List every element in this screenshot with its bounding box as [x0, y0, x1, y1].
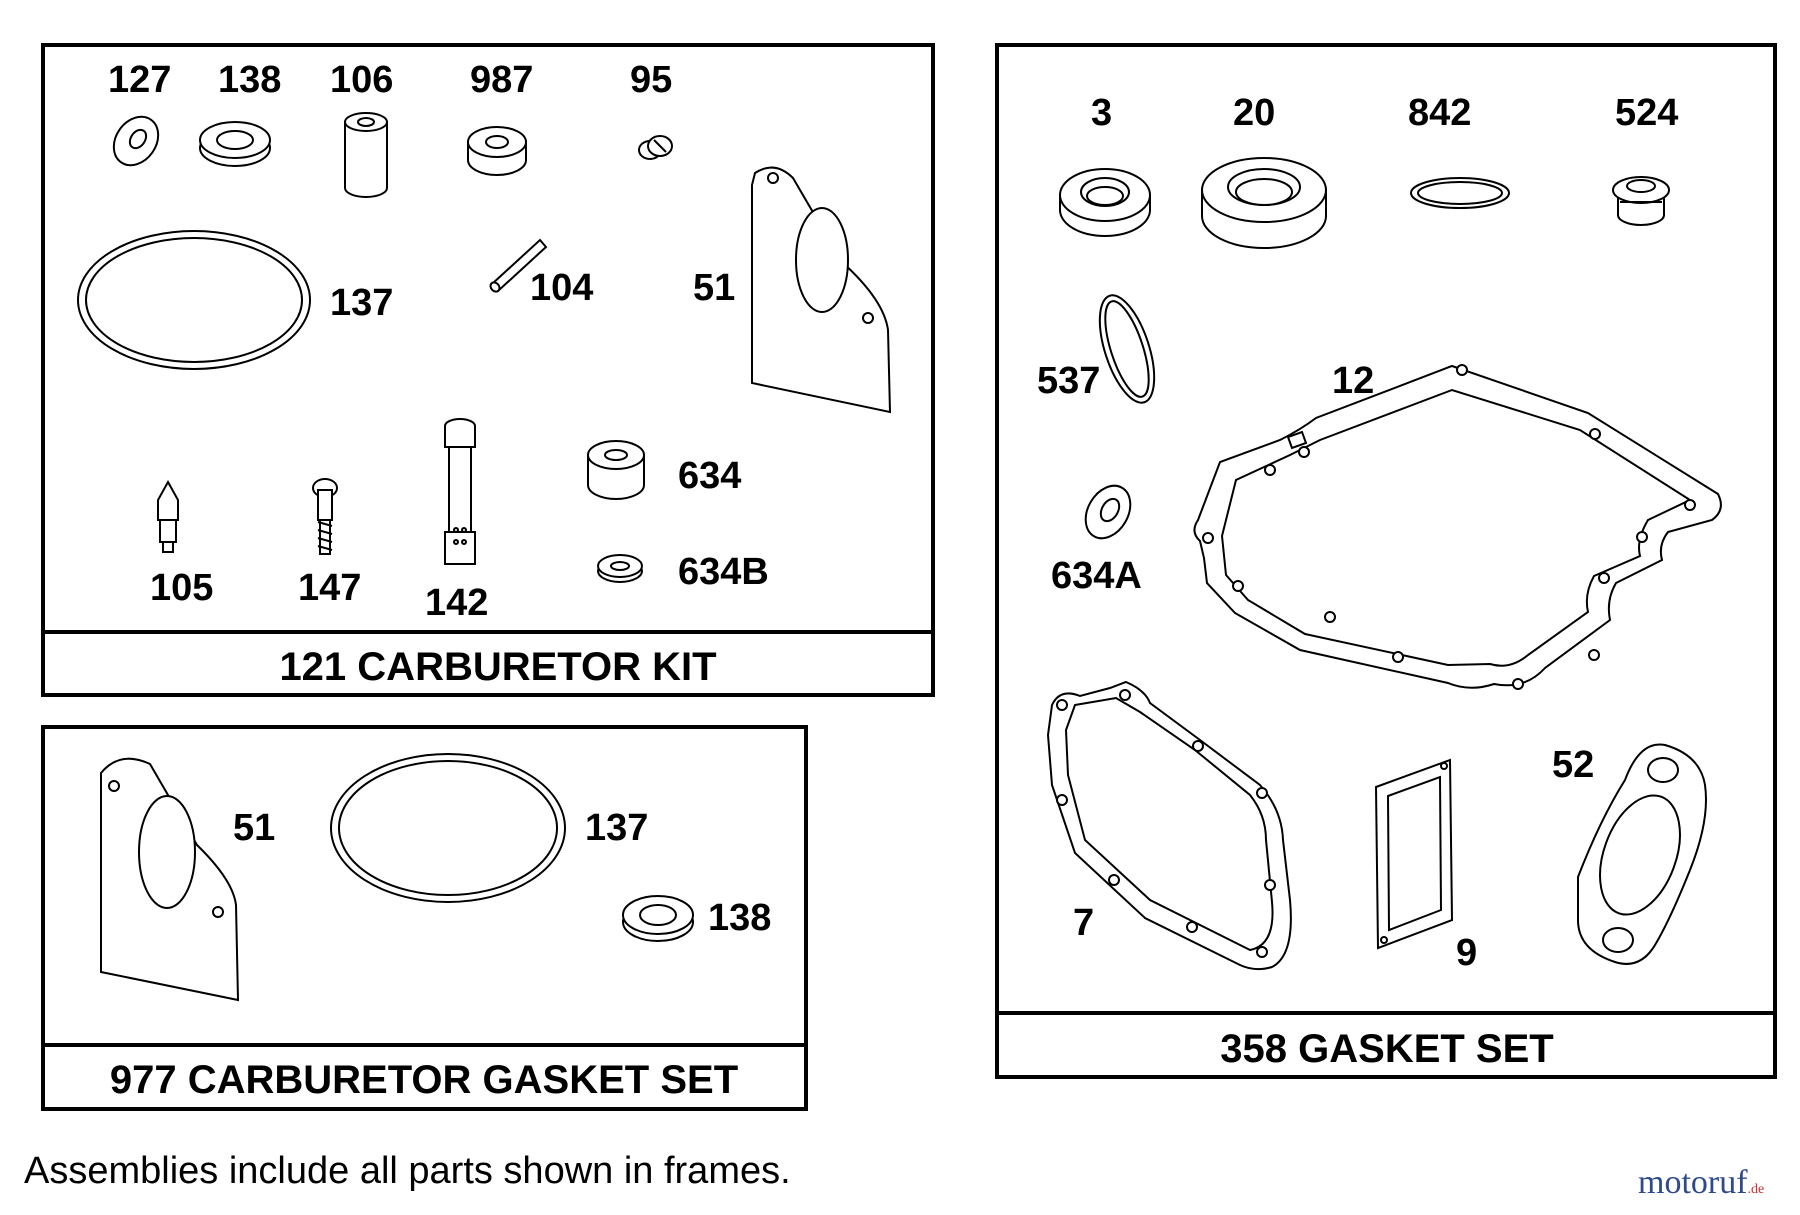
oil-seal-3-part — [1059, 168, 1151, 237]
carburetor-kit-border — [41, 43, 935, 697]
gasket-set-border — [995, 43, 1777, 1079]
cylinder-head-gasket-7-part — [1046, 680, 1292, 971]
part-number-105: 105 — [150, 567, 213, 609]
oil-seal-20-part — [1201, 157, 1327, 249]
washer-138-part — [622, 895, 694, 942]
screw-95-part — [638, 135, 673, 160]
carburetor-gasket-set-border — [41, 725, 808, 1111]
part-number-95: 95 — [630, 59, 672, 101]
part-number-147: 147 — [298, 567, 361, 609]
gasket-52-part — [1577, 743, 1707, 965]
washer-634b-part — [597, 554, 643, 583]
pin-104-part — [489, 238, 548, 293]
gasket-set-frame: 358 GASKET SET 3 20 842 524 537 12 634A … — [995, 43, 1777, 1079]
part-number-138: 138 — [708, 897, 771, 939]
part-number-20: 20 — [1233, 92, 1275, 134]
carburetor-kit-frame: 121 CARBURETOR KIT 127 138 106 987 95 13… — [41, 43, 935, 697]
part-number-52: 52 — [1552, 744, 1594, 786]
part-number-12: 12 — [1332, 360, 1374, 402]
part-number-634: 634 — [678, 455, 741, 497]
part-number-51: 51 — [693, 267, 735, 309]
carburetor-gasket-set-title: 977 CARBURETOR GASKET SET — [110, 1058, 738, 1102]
part-number-524: 524 — [1615, 92, 1678, 134]
part-number-137: 137 — [330, 282, 393, 324]
watermark-suffix: .de — [1747, 1182, 1765, 1197]
part-number-106: 106 — [330, 59, 393, 101]
part-number-9: 9 — [1456, 932, 1477, 974]
assembly-footnote: Assemblies include all parts shown in fr… — [24, 1150, 791, 1192]
crankcase-gasket-12-part — [1193, 364, 1722, 690]
part-number-137: 137 — [585, 807, 648, 849]
needle-valve-105-part — [157, 479, 179, 553]
plug-524-part — [1612, 176, 1670, 226]
part-number-3: 3 — [1091, 92, 1112, 134]
part-number-7: 7 — [1073, 902, 1094, 944]
bushing-106-part — [344, 112, 388, 198]
carburetor-kit-title: 121 CARBURETOR KIT — [279, 645, 716, 689]
emulsion-tube-142-part — [444, 418, 476, 565]
carburetor-gasket-set-frame: 977 CARBURETOR GASKET SET 51 137 138 — [41, 725, 808, 1111]
part-number-51: 51 — [233, 807, 275, 849]
gasket-set-title: 358 GASKET SET — [1220, 1027, 1553, 1071]
washer-634a-part — [1084, 484, 1132, 540]
part-number-127: 127 — [108, 59, 171, 101]
gasket-51-part — [100, 757, 240, 1002]
o-ring-137-part — [77, 230, 311, 370]
adjusting-screw-147-part — [312, 478, 338, 555]
part-number-842: 842 — [1408, 92, 1471, 134]
spacer-634-part — [587, 440, 645, 500]
o-ring-842-part — [1410, 177, 1510, 209]
watermark-text: motoruf — [1638, 1164, 1748, 1201]
part-number-537: 537 — [1037, 360, 1100, 402]
part-number-987: 987 — [470, 59, 533, 101]
part-number-142: 142 — [425, 582, 488, 624]
part-number-634b: 634B — [678, 551, 769, 593]
o-ring-137-part — [330, 753, 566, 903]
part-number-138: 138 — [218, 59, 281, 101]
gasket-9-part — [1374, 758, 1454, 950]
gasket-51-part — [751, 166, 892, 414]
watermark-logo: motoruf.de — [1638, 1164, 1764, 1202]
washer-127-part — [112, 115, 160, 167]
part-number-104: 104 — [530, 267, 593, 309]
part-number-634a: 634A — [1051, 555, 1142, 597]
spacer-987-part — [467, 126, 527, 176]
o-ring-537-part — [1098, 294, 1156, 404]
washer-138-part — [199, 121, 271, 167]
